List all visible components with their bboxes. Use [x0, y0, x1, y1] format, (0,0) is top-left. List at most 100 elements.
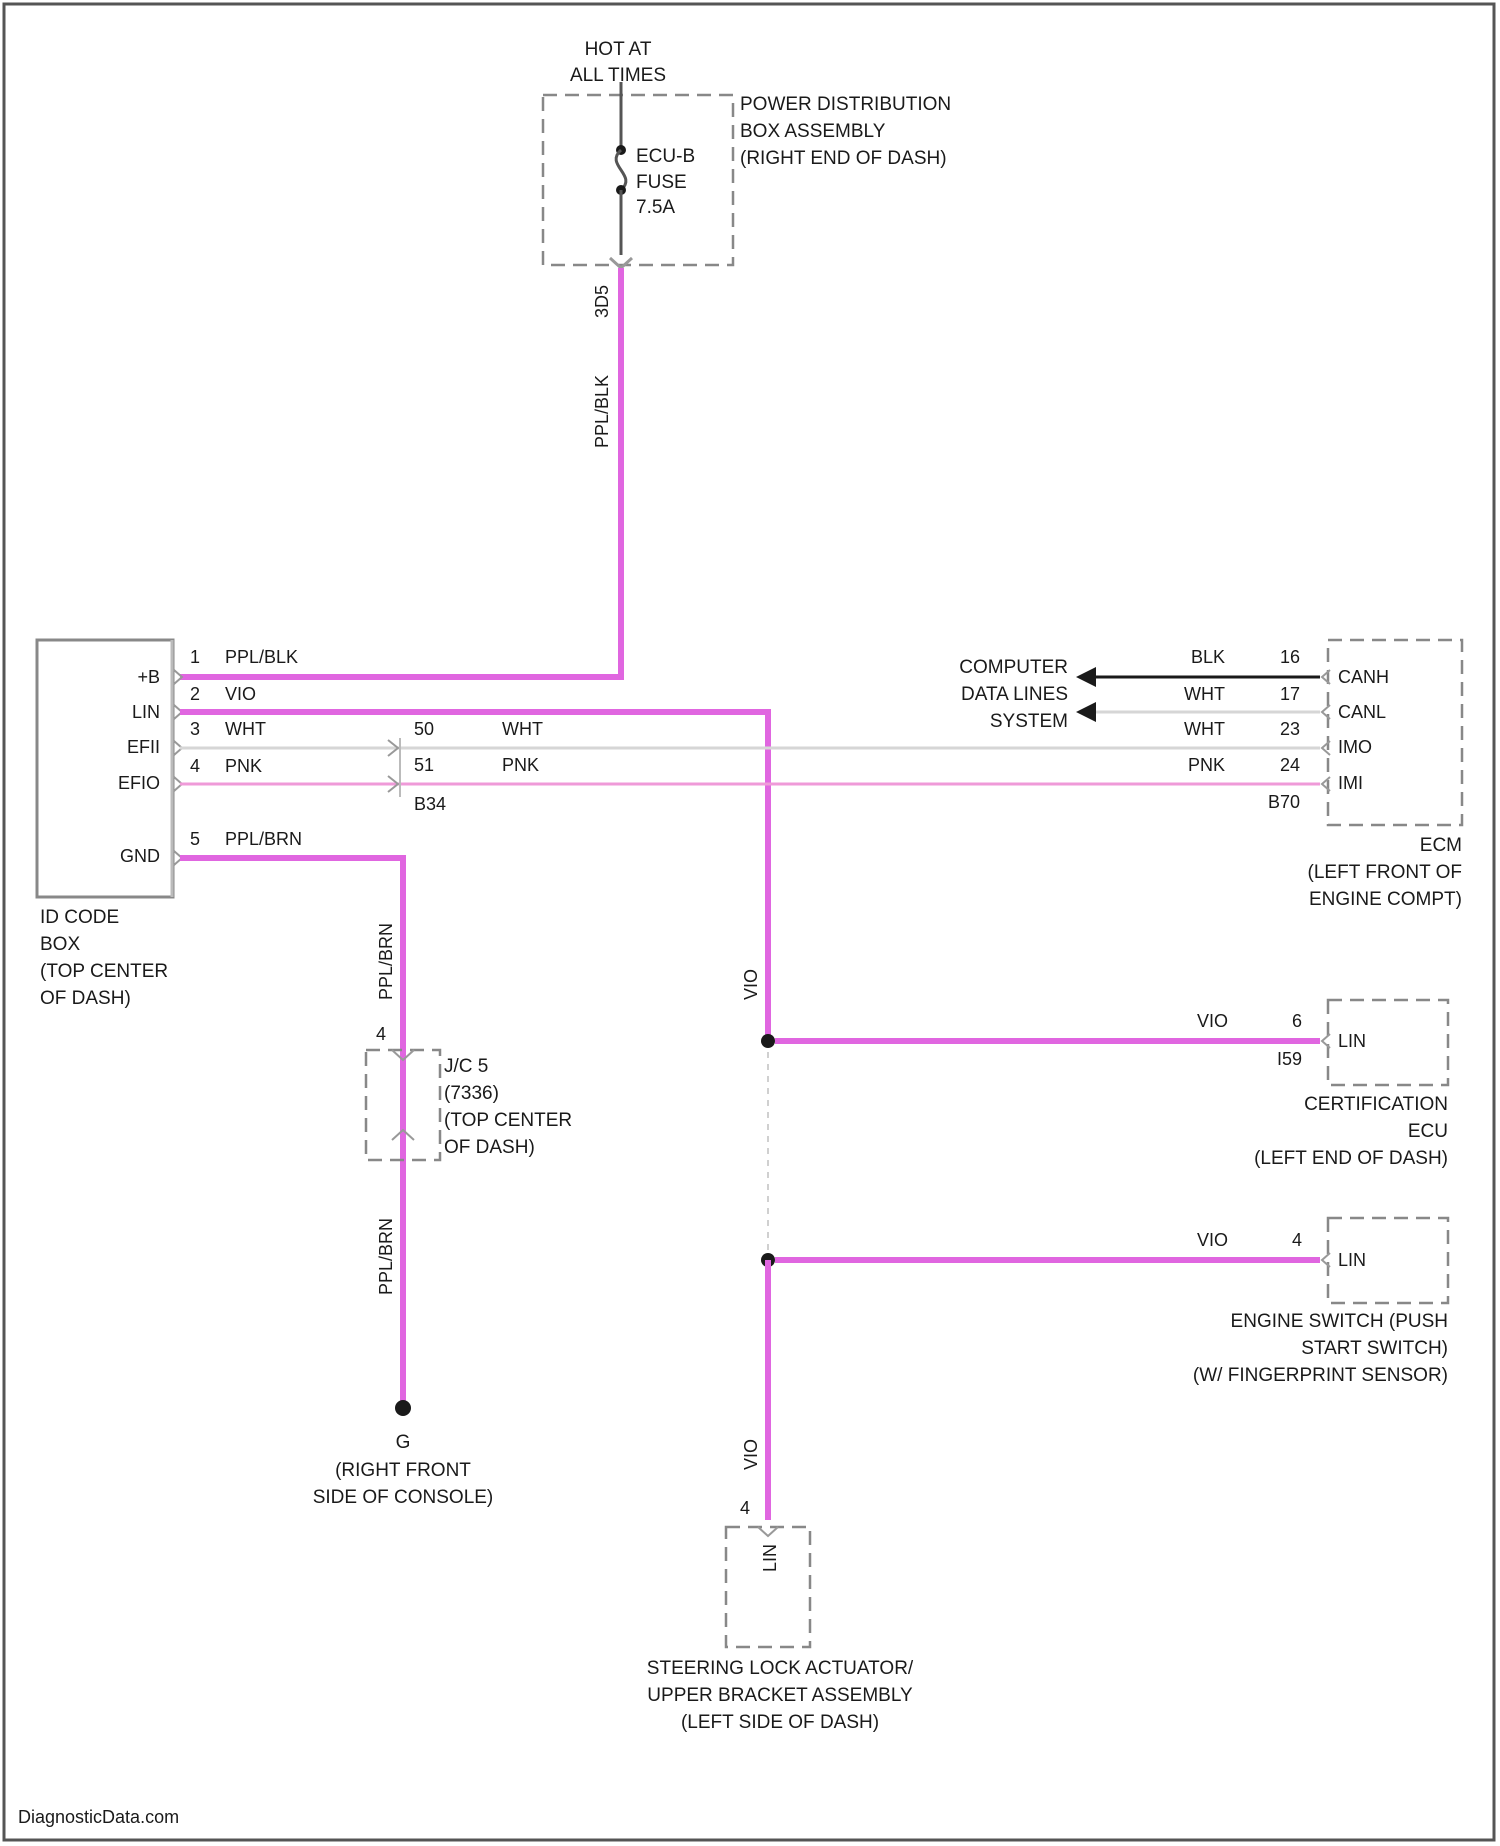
id-pin4-wire: PNK [225, 756, 262, 776]
jc-pin: 4 [376, 1024, 386, 1044]
ecm-pin17-label: CANL [1338, 702, 1386, 722]
ground-label-1: (RIGHT FRONT [335, 1460, 471, 1481]
id-pin3-num: 3 [190, 719, 200, 739]
junction-pin-51: 51 [414, 755, 434, 775]
ecm-pin17-wire: WHT [1184, 684, 1225, 704]
watermark: DiagnosticData.com [18, 1807, 179, 1827]
ecm-name-2: (LEFT FRONT OF [1308, 862, 1462, 883]
id-pin1-label: +B [137, 667, 160, 687]
fuse-label-3: 7.5A [636, 197, 675, 218]
id-pin4-label: EFIO [118, 773, 160, 793]
steering-wire: VIO [741, 1439, 761, 1470]
hot-label-1: HOT AT [585, 39, 652, 60]
arrow-canh-icon [1076, 667, 1096, 687]
ecm-pin16-label: CANH [1338, 667, 1389, 687]
jc-label-1: J/C 5 [444, 1056, 488, 1077]
pdb-conn-id: 3D5 [592, 285, 612, 318]
fuse-icon [616, 150, 626, 190]
steering-term [758, 1527, 778, 1536]
wire-ppl-blk [180, 268, 621, 677]
id-box-name-1: ID CODE [40, 907, 119, 928]
fuse-label-2: FUSE [636, 172, 687, 193]
ecm-pin24-wire: PNK [1188, 755, 1225, 775]
id-pin3-wire: WHT [225, 719, 266, 739]
hot-label-2: ALL TIMES [570, 65, 666, 86]
page-frame [4, 4, 1494, 1840]
pdb-label-3: (RIGHT END OF DASH) [740, 148, 947, 169]
engine-name-1: ENGINE SWITCH (PUSH [1231, 1311, 1448, 1332]
id-pin5-num: 5 [190, 829, 200, 849]
ecm-conn: B70 [1268, 792, 1300, 812]
cert-name-2: ECU [1408, 1121, 1448, 1142]
id-pin1-num: 1 [190, 647, 200, 667]
ecm-term-17 [1322, 705, 1330, 719]
jc-wire-down: PPL/BRN [376, 1218, 396, 1295]
fuse-label-1: ECU-B [636, 146, 695, 167]
ground-id: G [396, 1432, 411, 1453]
cert-pin: 6 [1292, 1011, 1302, 1031]
engine-pin: 4 [1292, 1230, 1302, 1250]
ecm-pin24-num: 24 [1280, 755, 1300, 775]
pdb-terminal [610, 258, 632, 268]
id-box-name-3: (TOP CENTER [40, 961, 168, 982]
ecm-name-1: ECM [1420, 835, 1462, 856]
vio-node-cert [761, 1034, 775, 1048]
wire-ppl-brn [180, 858, 403, 1405]
data-lines-label-1: COMPUTER [959, 657, 1068, 678]
ground-node [395, 1400, 411, 1416]
data-lines-label-3: SYSTEM [990, 711, 1068, 732]
steering-name-3: (LEFT SIDE OF DASH) [681, 1712, 879, 1733]
ecm-pin17-num: 17 [1280, 684, 1300, 704]
id-pin5-wire: PPL/BRN [225, 829, 302, 849]
cert-name-1: CERTIFICATION [1304, 1094, 1448, 1115]
cert-conn: I59 [1277, 1049, 1302, 1069]
engine-wire: VIO [1197, 1230, 1228, 1250]
engine-lin-label: LIN [1338, 1250, 1366, 1270]
ecm-pin23-num: 23 [1280, 719, 1300, 739]
engine-name-3: (W/ FINGERPRINT SENSOR) [1193, 1365, 1448, 1386]
cert-wire: VIO [1197, 1011, 1228, 1031]
pdb-wire-color: PPL/BLK [592, 375, 612, 448]
ecm-pin23-label: IMO [1338, 737, 1372, 757]
id-pin5-label: GND [120, 846, 160, 866]
id-term-1 [174, 670, 182, 684]
id-box-name-4: OF DASH) [40, 988, 131, 1009]
wire-vio-lin [180, 712, 768, 1040]
pdb-label-1: POWER DISTRIBUTION [740, 94, 951, 115]
engine-term [1322, 1253, 1330, 1267]
junction-wht-label: WHT [502, 719, 543, 739]
jc-label-4: OF DASH) [444, 1137, 535, 1158]
jc-wire-up: PPL/BRN [376, 923, 396, 1000]
junction-pnk-label: PNK [502, 755, 539, 775]
ecm-pin16-num: 16 [1280, 647, 1300, 667]
id-pin2-wire: VIO [225, 684, 256, 704]
id-pin3-label: EFII [127, 737, 160, 757]
ecm-pin16-wire: BLK [1191, 647, 1225, 667]
id-box-name-2: BOX [40, 934, 80, 955]
id-pin4-num: 4 [190, 756, 200, 776]
id-pin2-label: LIN [132, 702, 160, 722]
engine-name-2: START SWITCH) [1301, 1338, 1448, 1359]
steering-pin: 4 [740, 1498, 750, 1518]
cert-lin-label: LIN [1338, 1031, 1366, 1051]
ecm-pin23-wire: WHT [1184, 719, 1225, 739]
jc-label-2: (7336) [444, 1083, 499, 1104]
cert-name-3: (LEFT END OF DASH) [1254, 1148, 1448, 1169]
junction-conn: B34 [414, 794, 446, 814]
pdb-label-2: BOX ASSEMBLY [740, 121, 886, 142]
id-pin2-num: 2 [190, 684, 200, 704]
ecm-name-3: ENGINE COMPT) [1309, 889, 1462, 910]
steering-name-2: UPPER BRACKET ASSEMBLY [647, 1685, 913, 1706]
ground-label-2: SIDE OF CONSOLE) [313, 1487, 494, 1508]
ecm-pin24-label: IMI [1338, 773, 1363, 793]
steering-name-1: STEERING LOCK ACTUATOR/ [647, 1658, 914, 1679]
data-lines-label-2: DATA LINES [961, 684, 1068, 705]
jc-label-3: (TOP CENTER [444, 1110, 572, 1131]
cert-term [1322, 1034, 1330, 1048]
junction-pin-50: 50 [414, 719, 434, 739]
id-pin1-wire: PPL/BLK [225, 647, 298, 667]
vio-trunk-label: VIO [741, 969, 761, 1000]
arrow-canl-icon [1076, 702, 1096, 722]
steering-lin-label: LIN [760, 1544, 780, 1572]
